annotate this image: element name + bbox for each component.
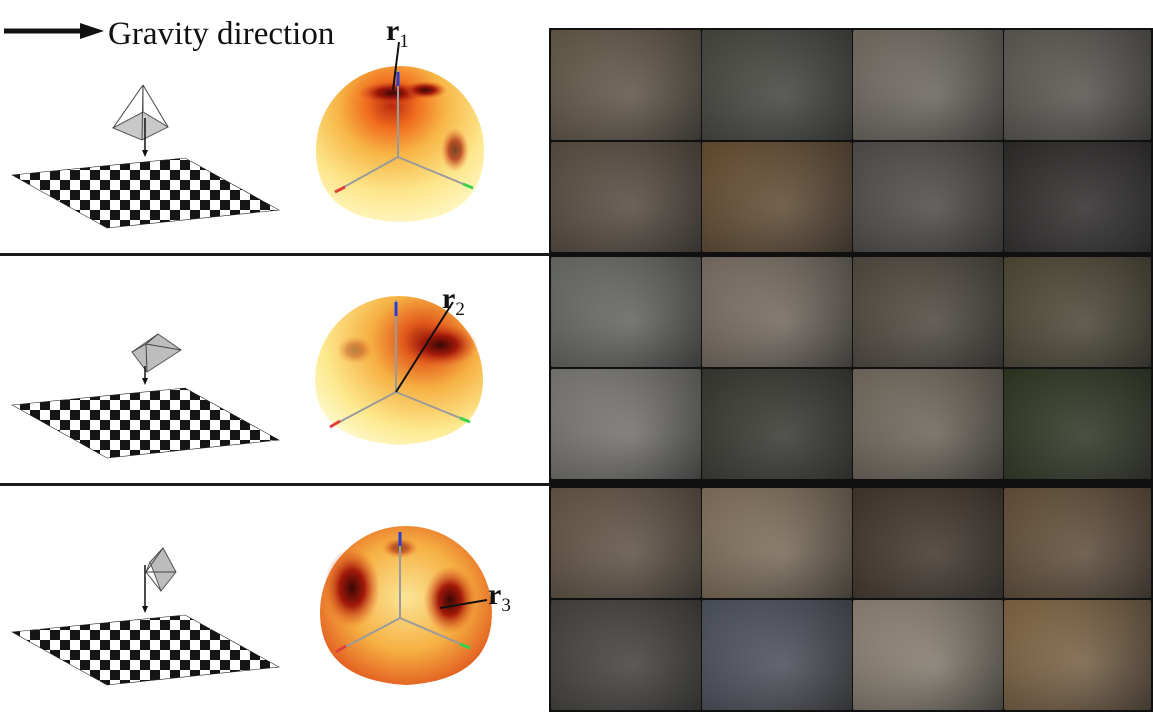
- image-tile: [551, 142, 701, 252]
- image-tile: [1004, 142, 1151, 252]
- image-tile: [702, 488, 852, 598]
- camera-frustum-icon: [131, 333, 182, 385]
- camera-frustum-icon: [111, 84, 170, 157]
- checkerboard-floor: [11, 387, 280, 459]
- image-tile: [702, 369, 852, 479]
- image-tile: [853, 488, 1003, 598]
- image-tile: [551, 30, 701, 140]
- image-tile: [853, 369, 1003, 479]
- image-tile: [551, 369, 701, 479]
- image-tile: [853, 30, 1003, 140]
- image-tile: [1004, 30, 1151, 140]
- row-1-label: r1: [386, 14, 409, 52]
- row-2-label: r2: [442, 282, 465, 320]
- gravity-legend: Gravity direction: [0, 8, 380, 54]
- image-tile: [1004, 369, 1151, 479]
- row-1-illustration: [11, 41, 484, 229]
- image-tile: [853, 257, 1003, 367]
- heatmap-sphere: [320, 526, 492, 685]
- image-tile: [551, 600, 701, 710]
- row-3-label: r3: [488, 578, 511, 616]
- image-tile: [702, 142, 852, 252]
- image-tile: [853, 600, 1003, 710]
- camera-and-sphere-illustrations: [11, 41, 492, 686]
- heatmap-sphere: [316, 41, 484, 222]
- image-tile: [702, 257, 852, 367]
- heatmap-sphere: [315, 296, 483, 445]
- row-3-illustration: [11, 526, 492, 686]
- row-2-illustration: [11, 296, 483, 459]
- image-tile: [551, 257, 701, 367]
- image-tile: [1004, 488, 1151, 598]
- image-tile: [1004, 257, 1151, 367]
- image-tile: [853, 142, 1003, 252]
- image-tile: [702, 30, 852, 140]
- egocentric-image-grid: [549, 28, 1153, 712]
- camera-frustum-icon: [142, 547, 177, 613]
- image-tile: [702, 600, 852, 710]
- checkerboard-floor: [11, 614, 280, 686]
- gravity-arrow-icon: [4, 23, 104, 39]
- image-tile: [551, 488, 701, 598]
- checkerboard-floor: [11, 157, 280, 229]
- image-tile: [1004, 600, 1151, 710]
- legend-label: Gravity direction: [108, 16, 335, 52]
